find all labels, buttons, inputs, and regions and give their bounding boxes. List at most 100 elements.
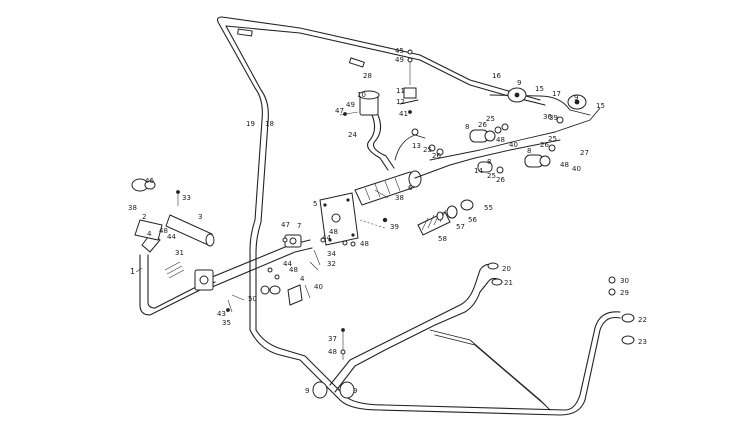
label-50: 50 xyxy=(248,295,257,303)
callout-labels: 1 2 3 4 4 5 6 7 8 8 8 9 9 9 9 10 11 12 1… xyxy=(128,47,647,395)
label-25b: 25 xyxy=(423,146,432,154)
label-4b: 4 xyxy=(300,275,305,283)
pipes-upper-right xyxy=(429,94,601,161)
label-48a: 48 xyxy=(159,227,168,235)
label-30: 30 xyxy=(620,277,629,285)
label-29: 29 xyxy=(620,289,629,297)
label-40a: 40 xyxy=(509,141,518,149)
hardware-45-49 xyxy=(407,49,413,63)
label-1: 1 xyxy=(130,267,135,276)
seal-56 xyxy=(446,205,458,219)
brake-unit-9-lower-left xyxy=(312,381,328,399)
label-20: 20 xyxy=(502,265,511,273)
label-58: 58 xyxy=(438,235,447,243)
label-34: 34 xyxy=(327,250,336,258)
label-26d: 26 xyxy=(540,141,549,149)
label-41: 41 xyxy=(399,110,408,118)
bracket-11-12 xyxy=(399,60,419,114)
label-48g: 48 xyxy=(560,161,569,169)
label-48e: 48 xyxy=(328,348,337,356)
fitting-22 xyxy=(621,313,635,323)
label-25a: 25 xyxy=(486,115,495,123)
label-39: 39 xyxy=(390,223,399,231)
label-8a: 8 xyxy=(465,123,469,131)
label-43: 43 xyxy=(217,310,226,318)
label-4: 4 xyxy=(147,230,152,238)
label-38b: 38 xyxy=(395,194,404,202)
piston-55 xyxy=(460,199,474,211)
spring-58 xyxy=(417,209,451,236)
label-8c: 8 xyxy=(527,147,531,155)
cylinder-3 xyxy=(165,214,215,247)
label-49a: 49 xyxy=(395,56,404,64)
bolt-38 xyxy=(374,189,389,199)
label-15b: 15 xyxy=(596,102,605,110)
bolt-37 xyxy=(340,328,346,360)
clevis-7 xyxy=(284,234,302,248)
label-19: 19 xyxy=(246,120,255,128)
label-27: 27 xyxy=(580,149,589,157)
label-44b: 44 xyxy=(322,234,331,242)
label-21: 21 xyxy=(504,279,513,287)
label-31: 31 xyxy=(175,249,184,257)
label-47a: 47 xyxy=(335,107,344,115)
label-12: 12 xyxy=(396,98,405,106)
label-44a: 44 xyxy=(167,233,176,241)
label-17: 17 xyxy=(552,90,561,98)
fitting-20 xyxy=(487,262,499,270)
label-10: 10 xyxy=(357,91,366,99)
brake-pipe-18-19 xyxy=(216,16,546,331)
lower-brake-pipes xyxy=(249,263,621,416)
cup-57 xyxy=(436,211,444,221)
label-14: 14 xyxy=(474,167,483,175)
fitting-21 xyxy=(491,278,503,286)
screw-33 xyxy=(176,190,180,206)
label-5: 5 xyxy=(313,200,317,208)
label-9c: 9 xyxy=(305,387,309,395)
label-48f: 48 xyxy=(496,136,505,144)
label-26c: 26 xyxy=(496,176,505,184)
label-23: 23 xyxy=(638,338,647,346)
label-22: 22 xyxy=(638,316,647,324)
label-39b: 39 xyxy=(549,114,558,122)
wheel-cylinder-8-b xyxy=(524,154,551,168)
label-16: 16 xyxy=(492,72,501,80)
pipe-from-master xyxy=(414,157,476,179)
label-18: 18 xyxy=(265,120,274,128)
label-49b: 49 xyxy=(346,101,355,109)
label-38a: 38 xyxy=(128,204,137,212)
fittings-cluster xyxy=(411,116,564,174)
label-48c: 48 xyxy=(360,240,369,248)
label-8b: 8 xyxy=(487,158,491,166)
label-40b: 40 xyxy=(572,165,581,173)
label-48b: 48 xyxy=(329,228,338,236)
bleed-screw-29-30 xyxy=(608,276,616,296)
label-6: 6 xyxy=(408,184,413,192)
label-28: 28 xyxy=(363,72,372,80)
label-40c: 40 xyxy=(314,283,323,291)
reservoir-cap-46 xyxy=(131,178,156,192)
fitting-23 xyxy=(621,335,635,345)
label-57: 57 xyxy=(456,223,465,231)
label-26b: 26 xyxy=(432,152,441,160)
label-9b: 9 xyxy=(574,94,578,102)
pedal-shaft xyxy=(194,239,313,291)
label-7: 7 xyxy=(297,222,301,230)
pedal-pad-2 xyxy=(134,219,163,241)
label-9a: 9 xyxy=(517,79,521,87)
bolt-39 xyxy=(359,217,388,229)
brake-fluid-reservoir-10 xyxy=(358,90,395,171)
label-33: 33 xyxy=(182,194,191,202)
label-15a: 15 xyxy=(535,85,544,93)
brake-unit-9-upper-right xyxy=(567,94,587,110)
hardware-47-49 xyxy=(339,111,359,116)
label-35: 35 xyxy=(222,319,231,327)
brake-unit-9-upper-left xyxy=(507,87,527,103)
label-26a: 26 xyxy=(478,121,487,129)
label-3: 3 xyxy=(198,213,202,221)
label-36: 36 xyxy=(543,113,552,121)
label-37: 37 xyxy=(328,335,337,343)
label-24: 24 xyxy=(348,131,357,139)
